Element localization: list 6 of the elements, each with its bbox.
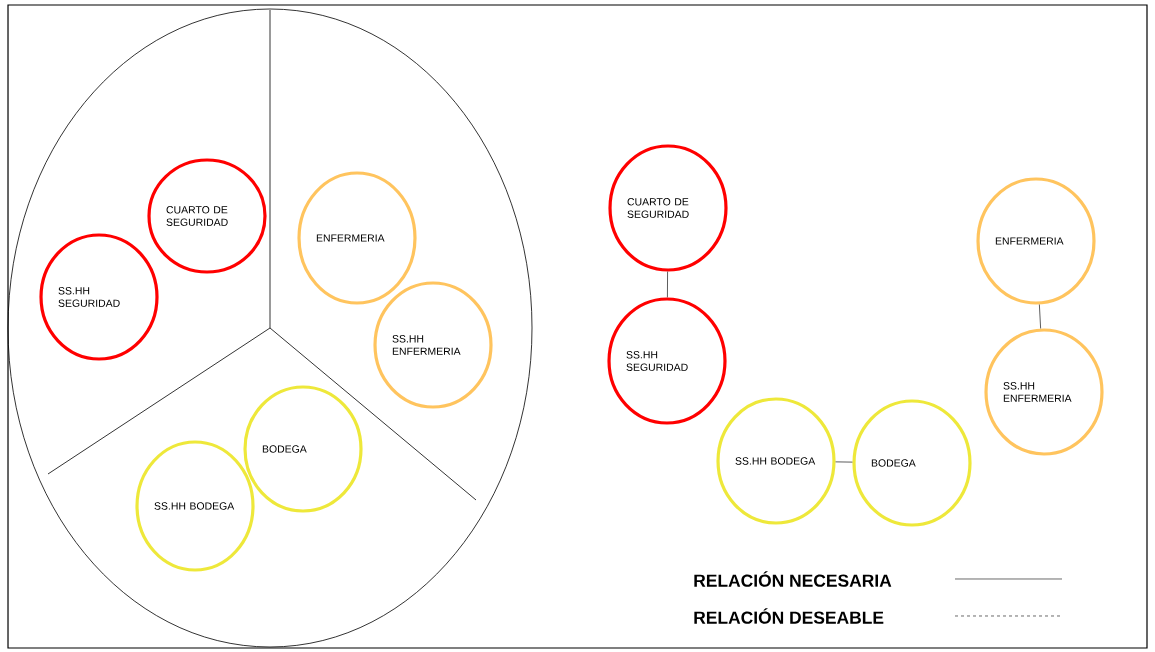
zone-ellipse: [7, 8, 533, 648]
legend-text: RELACIÓN NECESARIA: [694, 571, 892, 587]
connector-line: [835, 461, 853, 463]
connector-line: [1038, 304, 1042, 329]
legend-text: RELACIÓN DESEABLE: [694, 608, 884, 624]
connector-line: [667, 271, 668, 298]
